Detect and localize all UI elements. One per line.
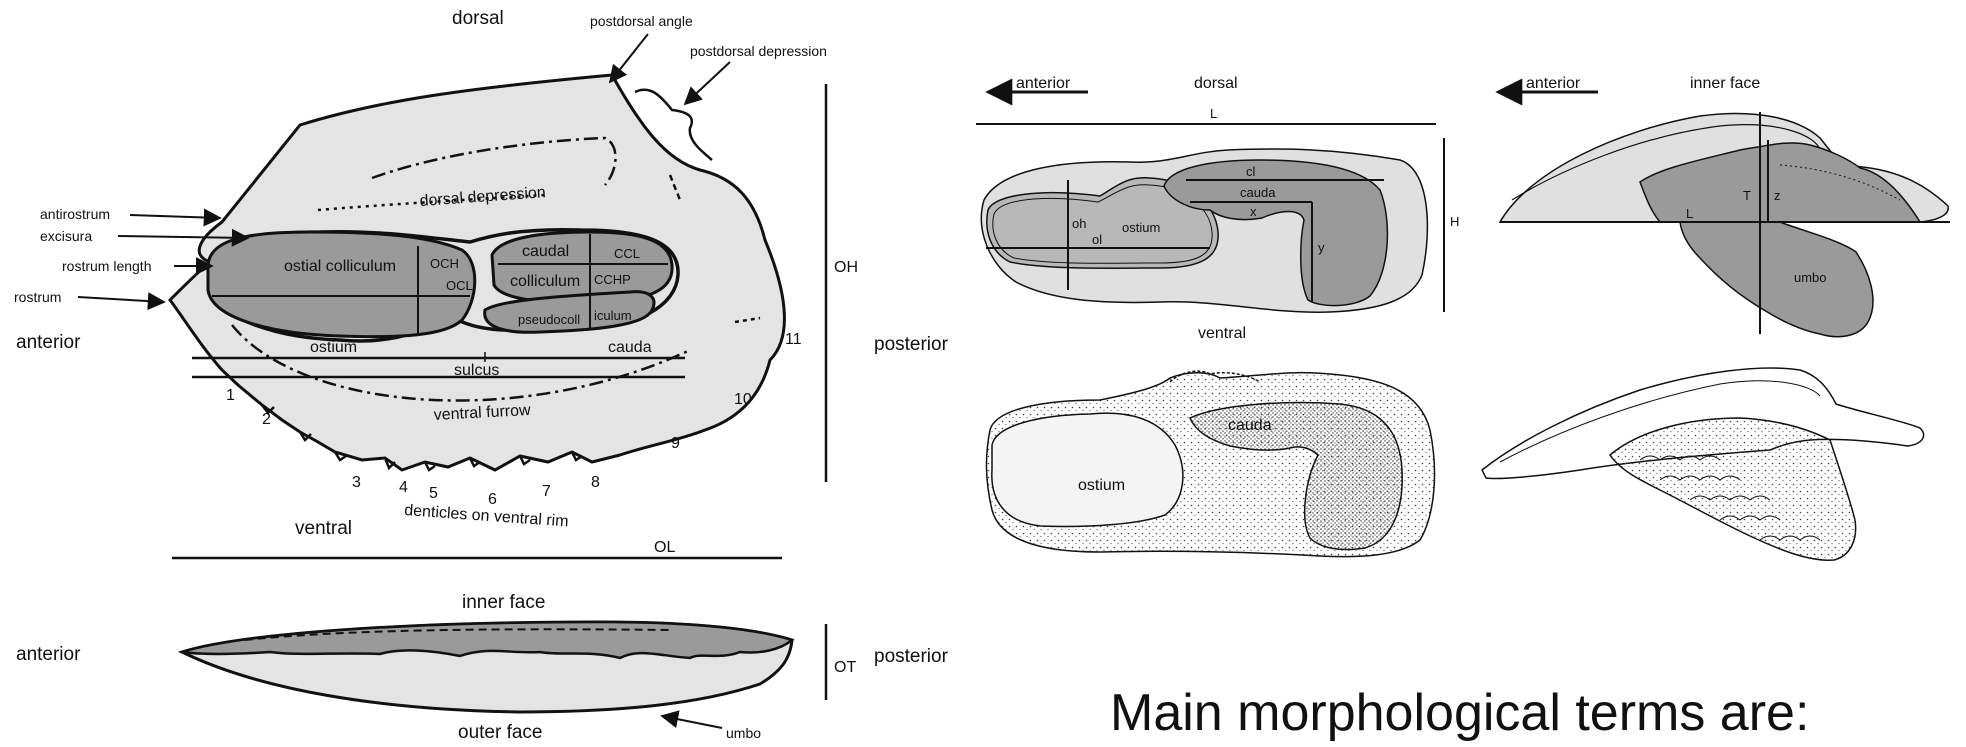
side-anterior-label: anterior — [16, 644, 81, 665]
outer-face-label: outer face — [458, 722, 543, 742]
right-stippled-drawings: cauda ostium — [986, 368, 1923, 560]
dorsal-label: dorsal — [1194, 75, 1238, 92]
denticle-number: 9 — [671, 435, 680, 452]
caudal-label: caudal — [522, 243, 569, 260]
denticle-number: 6 — [488, 491, 497, 508]
postdorsal-depression-arrow — [685, 62, 730, 104]
denticle-number: 2 — [262, 411, 271, 428]
z-label: z — [1774, 188, 1781, 203]
anterior-label: anterior — [16, 332, 81, 353]
denticles-label: denticles on ventral rim — [404, 502, 569, 530]
antirostrum-label: antirostrum — [40, 206, 110, 222]
denticle-number: 8 — [591, 474, 600, 491]
ccl-label: CCL — [614, 246, 640, 261]
umbo-label: umbo — [726, 725, 761, 741]
rostrum-length-label: rostrum length — [62, 258, 151, 274]
ostium-label: ostium — [310, 339, 357, 356]
right-side-measure-diagram: anterior inner face L T z umbo — [1498, 75, 1950, 337]
inner-face-label: inner face — [462, 592, 545, 613]
stippled-ostium — [992, 413, 1183, 526]
posterior-label: posterior — [874, 334, 949, 355]
antirostrum-arrow — [130, 215, 220, 218]
denticle-number: 1 — [226, 387, 235, 404]
och-label: OCH — [430, 256, 459, 271]
sulcus-label: sulcus — [454, 362, 499, 379]
ocl-label: OCL — [446, 278, 473, 293]
dorsal-label: dorsal — [452, 8, 504, 29]
denticle-number: 5 — [429, 485, 438, 502]
ostial-colliculum-shape — [208, 232, 475, 337]
cauda-label: cauda — [608, 339, 652, 356]
cl-label: cl — [1246, 164, 1256, 179]
postdorsal-depression-label: postdorsal depression — [690, 43, 827, 59]
cauda-label: cauda — [1240, 185, 1276, 200]
rostrum-arrow — [78, 297, 164, 302]
denticle-number: 7 — [542, 483, 551, 500]
postdorsal-angle-arrow — [610, 34, 648, 82]
caption: Main morphological terms are: — [1110, 684, 1809, 742]
ol-label: OL — [654, 539, 675, 556]
left-side-view: inner face outer face anterior posterior… — [16, 592, 949, 742]
height-label: H — [1450, 214, 1459, 229]
x-label: x — [1250, 204, 1257, 219]
pseudocolliculum-label: pseudocoll — [518, 312, 580, 327]
ostium-label: ostium — [1122, 220, 1160, 235]
umbo-arrow — [662, 716, 722, 728]
rostrum-label: rostrum — [14, 289, 61, 305]
denticle-number: 10 — [734, 391, 752, 408]
excisura-label: excisura — [40, 228, 92, 244]
anterior-label: anterior — [1526, 75, 1581, 92]
denticle-number: 3 — [352, 474, 361, 491]
ostial-colliculum-label: ostial colliculum — [284, 258, 396, 275]
t-label: T — [1743, 188, 1751, 203]
colliculum-label: colliculum — [510, 273, 580, 290]
stippled-ostium-label: ostium — [1078, 477, 1125, 494]
oh-label: OH — [834, 259, 858, 276]
denticle-number: 11 — [785, 331, 802, 348]
length-label: L — [1686, 206, 1693, 221]
right-measure-diagram: anterior dorsal L H cl cauda x y oh ol o… — [976, 75, 1459, 342]
oh-label: oh — [1072, 216, 1086, 231]
anterior-label: anterior — [1016, 75, 1071, 92]
umbo-label: umbo — [1794, 270, 1827, 285]
stippled-cauda-label: cauda — [1228, 417, 1272, 434]
cchp-label: CCHP — [594, 272, 631, 287]
y-label: y — [1318, 240, 1325, 255]
side-posterior-label: posterior — [874, 646, 949, 667]
ol-label: ol — [1092, 232, 1102, 247]
postdorsal-angle-label: postdorsal angle — [590, 13, 693, 29]
ventral-label: ventral — [1198, 325, 1246, 342]
ventral-label: ventral — [295, 518, 352, 539]
denticle-number: 4 — [399, 479, 408, 496]
umbo-shape — [1680, 222, 1873, 337]
iculum-label: iculum — [594, 308, 632, 323]
inner-face-label: inner face — [1690, 75, 1760, 92]
ot-label: OT — [834, 659, 856, 676]
length-label: L — [1210, 106, 1217, 121]
left-otolith-drawing — [78, 34, 826, 558]
